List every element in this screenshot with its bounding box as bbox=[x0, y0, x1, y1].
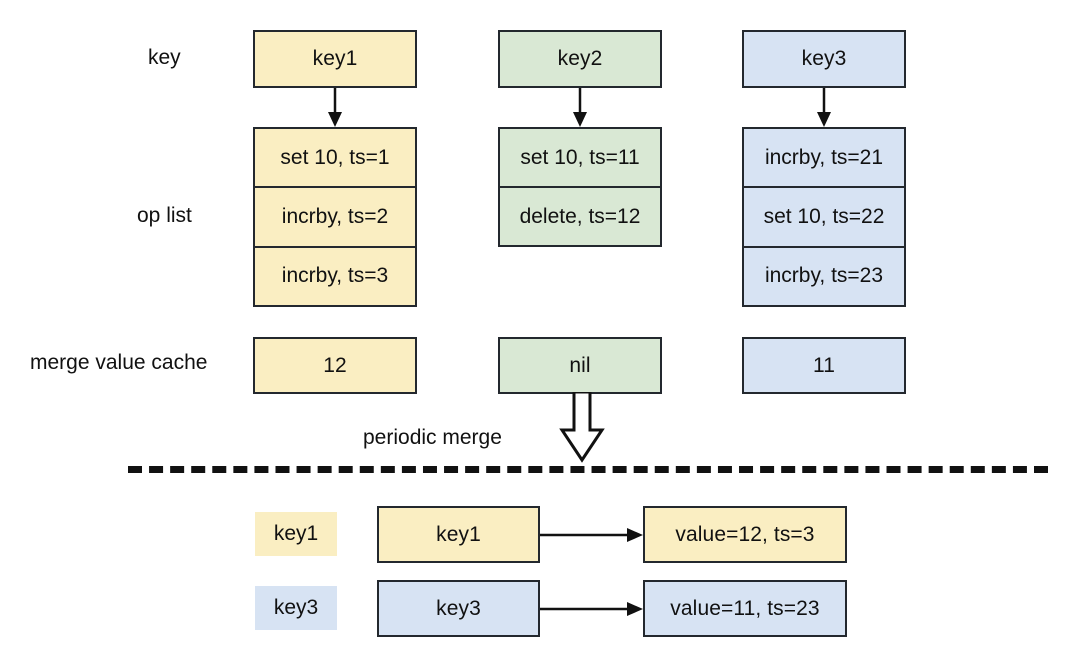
merge-value-box-key1[interactable]: 12 bbox=[253, 337, 417, 394]
merged-key-chip-key3[interactable]: key3 bbox=[255, 586, 337, 630]
merged-value-box-key3[interactable]: value=11, ts=23 bbox=[643, 580, 847, 637]
merged-key-box-key1[interactable]: key1 bbox=[377, 506, 540, 563]
merge-result-arrow-key1 bbox=[540, 528, 643, 542]
op-list-item[interactable]: set 10, ts=11 bbox=[520, 145, 640, 169]
key-box-key2[interactable]: key2 bbox=[498, 30, 662, 88]
section-divider bbox=[128, 466, 1048, 473]
connector-arrow-key3 bbox=[817, 88, 831, 127]
merge-result-arrow-key3 bbox=[540, 602, 643, 616]
key-box-key1[interactable]: key1 bbox=[253, 30, 417, 88]
periodic-merge-label: periodic merge bbox=[363, 426, 502, 449]
periodic-merge-arrow-icon bbox=[559, 392, 605, 463]
merged-value-box-key1[interactable]: value=12, ts=3 bbox=[643, 506, 847, 563]
key-box-key3[interactable]: key3 bbox=[742, 30, 906, 88]
connector-arrow-key1 bbox=[328, 88, 342, 127]
row-label-merge-value-cache: merge value cache bbox=[30, 351, 208, 374]
op-list-item[interactable]: incrby, ts=2 bbox=[255, 186, 415, 245]
merge-value-box-key3[interactable]: 11 bbox=[742, 337, 906, 394]
op-list-item[interactable]: set 10, ts=1 bbox=[280, 145, 390, 169]
op-list-item[interactable]: incrby, ts=21 bbox=[764, 145, 884, 169]
row-label-op-list: op list bbox=[137, 204, 192, 227]
op-list-item[interactable]: incrby, ts=3 bbox=[255, 245, 415, 305]
merged-key-chip-key1[interactable]: key1 bbox=[255, 512, 337, 556]
op-list-key3: incrby, ts=21 set 10, ts=22 incrby, ts=2… bbox=[742, 127, 906, 307]
row-label-key: key bbox=[148, 46, 181, 69]
connector-arrow-key2 bbox=[573, 88, 587, 127]
op-list-key1: set 10, ts=1 incrby, ts=2 incrby, ts=3 bbox=[253, 127, 417, 307]
merge-value-box-key2[interactable]: nil bbox=[498, 337, 662, 394]
op-list-key2: set 10, ts=11 delete, ts=12 bbox=[498, 127, 662, 247]
merged-key-box-key3[interactable]: key3 bbox=[377, 580, 540, 637]
op-list-item[interactable]: set 10, ts=22 bbox=[744, 186, 904, 245]
op-list-item[interactable]: delete, ts=12 bbox=[500, 186, 660, 245]
op-list-item[interactable]: incrby, ts=23 bbox=[744, 245, 904, 305]
